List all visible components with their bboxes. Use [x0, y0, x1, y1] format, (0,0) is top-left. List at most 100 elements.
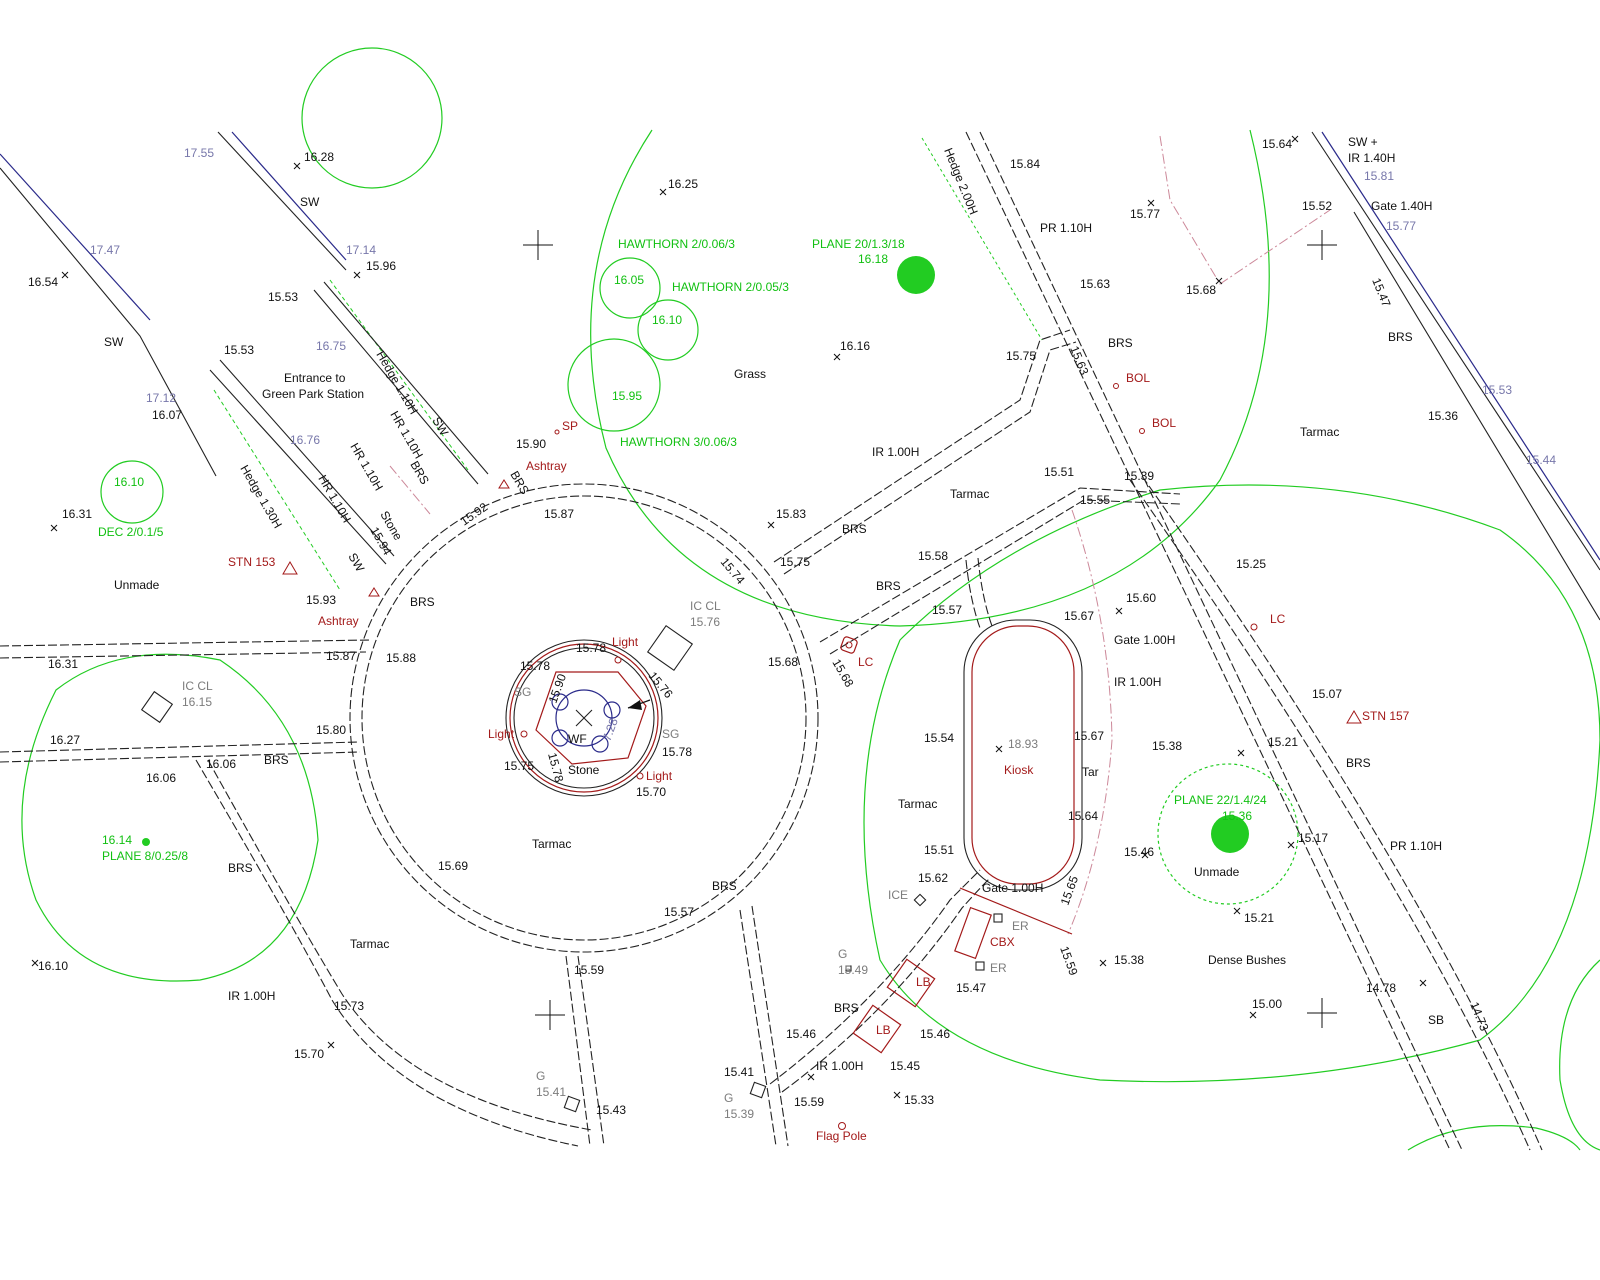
label-sw-1: SW [300, 195, 320, 209]
label-g-3-lvl: 15.39 [724, 1107, 754, 1121]
sw-boundaries [0, 131, 1600, 621]
grid-cross-1 [523, 230, 553, 260]
label-sw-4: SW [345, 551, 367, 575]
level-l36: 15.75 [780, 555, 810, 569]
label-sp: SP [562, 419, 578, 433]
label-g-3: G [724, 1091, 733, 1105]
label-ic-cl-2: IC CL [182, 679, 213, 693]
level-l23: 15.80 [316, 723, 346, 737]
level-l16: 15.92 [458, 500, 491, 529]
fountain-outer-ring [505, 639, 663, 797]
level-l74: 15.59 [1057, 944, 1081, 977]
water-feature-jet-3 [591, 735, 609, 753]
spot-mark [327, 1041, 335, 1049]
kerb-ne-2 [783, 341, 1077, 575]
label-brs-11: BRS [264, 753, 289, 767]
label-er-1: ER [1012, 919, 1029, 933]
ashtray-icon-1 [498, 479, 510, 489]
er-box-1 [993, 913, 1003, 923]
level-l64: 15.67 [1074, 729, 1104, 743]
spot-mark [833, 353, 841, 361]
kerb-east-1 [819, 487, 1181, 643]
level-l76: 15.47 [956, 981, 986, 995]
label-pr-110h-1: PR 1.10H [1040, 221, 1092, 235]
fountain-inner-ring [513, 647, 655, 789]
level-l7: 15.53 [268, 290, 298, 304]
level-l40: 15.84 [1010, 157, 1040, 171]
tree-canopy-hawthorn-group [590, 129, 1270, 627]
kerb-kiosk-2 [977, 557, 993, 627]
level-l56: 15.55 [1080, 493, 1110, 507]
level-l22: 16.27 [50, 733, 80, 747]
kerb-diagonal-2 [979, 131, 1463, 1151]
street-furniture [140, 383, 1362, 1130]
label-lc-2: LC [858, 655, 874, 669]
level-l21: 15.88 [386, 651, 416, 665]
label-sg-1: SG [514, 685, 531, 699]
level-l2: 17.55 [184, 146, 214, 160]
hawthorn-canopy-2 [637, 299, 699, 361]
spot-mark [1215, 277, 1223, 285]
level-l75: 15.38 [1114, 953, 1144, 967]
lamp-column-icon [840, 636, 858, 654]
entrance-wall-1 [209, 369, 387, 565]
bollard-icon-1 [1113, 383, 1119, 389]
label-ir-100h-1: IR 1.00H [872, 445, 919, 459]
level-l93: 15.70 [636, 785, 666, 799]
label-er-2: ER [990, 961, 1007, 975]
label-lvl-1610b: 16.10 [652, 313, 682, 327]
label-hr-110h-b: HR 1.10H [347, 441, 385, 494]
kiosk-surround [963, 619, 1083, 891]
level-l6: 15.96 [366, 259, 396, 273]
level-l1: 16.28 [304, 150, 334, 164]
label-lb-1: LB [916, 975, 931, 989]
label-brs-12: BRS [228, 861, 253, 875]
spot-mark [767, 521, 775, 529]
level-l54: 15.51 [1044, 465, 1074, 479]
gully-box-3 [845, 965, 852, 972]
label-g-2-lvl: 15.41 [536, 1085, 566, 1099]
level-l55: 15.39 [1124, 469, 1154, 483]
level-l61: 15.67 [1064, 609, 1094, 623]
label-sw-3: SW [429, 415, 451, 439]
spot-mark [995, 745, 1003, 753]
label-tarmac-2: Tarmac [1300, 425, 1339, 439]
label-dense-bushes: Dense Bushes [1208, 953, 1286, 967]
spot-mark [61, 271, 69, 279]
label-ir-100h-3: IR 1.00H [816, 1059, 863, 1073]
level-l24: 16.06 [206, 757, 236, 771]
lb-box-2 [852, 1004, 902, 1054]
label-ir-100h-2: IR 1.00H [1114, 675, 1161, 689]
level-l49: 15.77 [1386, 219, 1416, 233]
railings [389, 135, 1331, 935]
level-l79: 15.45 [890, 1059, 920, 1073]
kerb-south-3 [739, 909, 777, 1147]
level-l3: 17.47 [90, 243, 120, 257]
spot-mark [659, 188, 667, 196]
level-l34: 16.16 [840, 339, 870, 353]
label-hawthorn-2: HAWTHORN 2/0.05/3 [672, 280, 789, 294]
label-brs-4: BRS [1108, 336, 1133, 350]
label-ic-cl-1: IC CL [690, 599, 721, 613]
level-l80: 15.41 [724, 1065, 754, 1079]
label-bol-2: BOL [1152, 416, 1176, 430]
kerb-kiosk-1 [965, 559, 981, 629]
level-l51: 15.53 [1482, 383, 1512, 397]
label-gate-100h-1: Gate 1.00H [1114, 633, 1175, 647]
ic-cl-box-1 [646, 624, 694, 672]
label-cbx: CBX [990, 935, 1015, 949]
level-l53: 15.44 [1526, 453, 1556, 467]
level-l30: 15.59 [574, 963, 604, 977]
spot-mark [1099, 959, 1107, 967]
label-stn-153: STN 153 [228, 555, 276, 569]
level-l68: 15.17 [1298, 831, 1328, 845]
label-brs-1: BRS [407, 459, 431, 487]
level-l25: 16.06 [146, 771, 176, 785]
level-l92: 15.75 [504, 759, 534, 773]
label-hawthorn-1: HAWTHORN 2/0.06/3 [618, 237, 735, 251]
label-hedge-110h: Hedge 1.10H [373, 349, 420, 417]
level-l87: 15.78 [520, 659, 550, 673]
label-ir-100h-4: IR 1.00H [228, 989, 275, 1003]
label-unmade-1: Unmade [114, 578, 160, 592]
